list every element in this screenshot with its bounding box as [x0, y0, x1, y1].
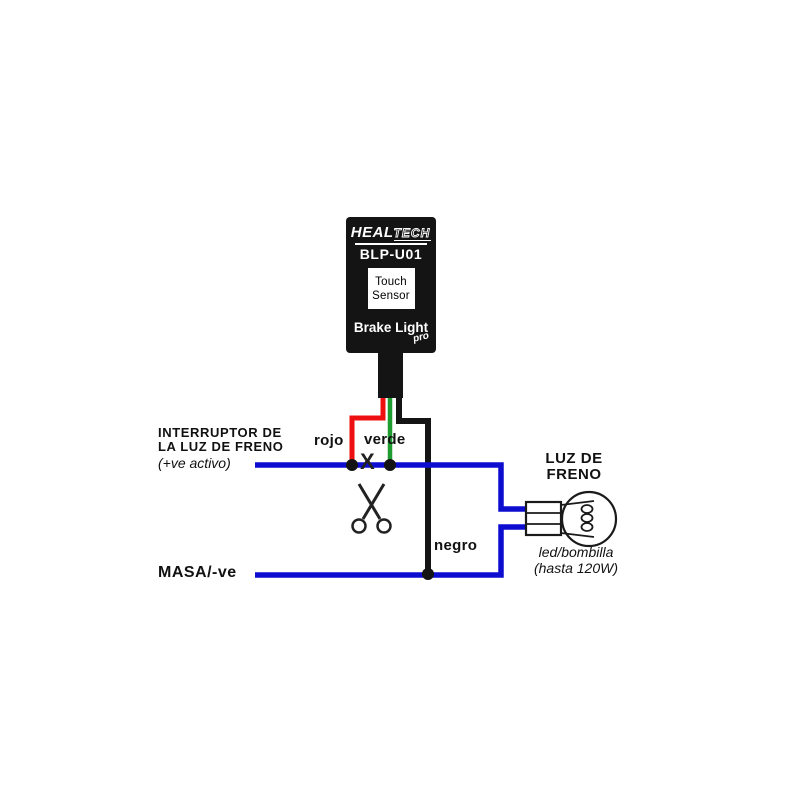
- bulb-label-line2: (hasta 120W): [533, 559, 619, 576]
- touch-sensor-pad: Touch Sensor: [367, 268, 415, 309]
- bulb-socket: [524, 500, 563, 537]
- bulb-label: led/bombilla (hasta 120W): [512, 544, 640, 576]
- switch-label-line1: INTERRUPTOR DE: [158, 425, 282, 440]
- scissors-icon: [351, 483, 392, 534]
- black-wire-label: negro: [434, 537, 478, 554]
- bulb-glass: [560, 490, 618, 548]
- logo-tech: TECH: [393, 226, 432, 241]
- brake-light-label: LUZ DE FRENO: [526, 451, 622, 482]
- bulb-filament: [560, 500, 595, 538]
- cut-marker: X: [360, 449, 375, 474]
- logo-heal: HEAL: [350, 224, 394, 241]
- switch-label-line3: (+ve activo): [158, 455, 231, 471]
- touch-sensor-line2: Sensor: [372, 289, 410, 302]
- switch-label-line2: LA LUZ DE FRENO: [158, 439, 284, 454]
- device-box: HEALTECH BLP-U01 Touch Sensor Brake Ligh…: [346, 217, 436, 353]
- light-bulb-icon: [524, 490, 618, 548]
- product-name: Brake Light pro: [346, 320, 436, 345]
- bulb-label-line1: led/bombilla: [538, 544, 614, 560]
- red-wire: [349, 396, 386, 464]
- device-connector-stub: [378, 350, 403, 398]
- ground-wire: [255, 524, 527, 578]
- ground-label: MASA/-ve: [158, 564, 237, 581]
- brake-switch-wire: [255, 462, 527, 512]
- brake-light-label-line1: LUZ DE: [545, 450, 603, 467]
- brake-switch-label: INTERRUPTOR DE LA LUZ DE FRENO (+ve acti…: [158, 425, 303, 471]
- green-junction-dot: [384, 459, 396, 471]
- healtech-logo: HEALTECH: [346, 225, 436, 241]
- ground-junction-dot: [422, 568, 434, 580]
- product-suffix: pro: [411, 330, 431, 345]
- device-model: BLP-U01: [359, 246, 423, 262]
- red-junction-dot: [346, 459, 358, 471]
- green-wire-label: verde: [364, 431, 406, 448]
- logo-divider: [355, 243, 427, 245]
- red-wire-label: rojo: [314, 432, 344, 449]
- black-wire: [396, 396, 431, 575]
- brake-light-label-line2: FRENO: [546, 465, 602, 483]
- touch-sensor-line1: Touch: [375, 275, 407, 288]
- product-name-text: Brake Light: [353, 320, 429, 335]
